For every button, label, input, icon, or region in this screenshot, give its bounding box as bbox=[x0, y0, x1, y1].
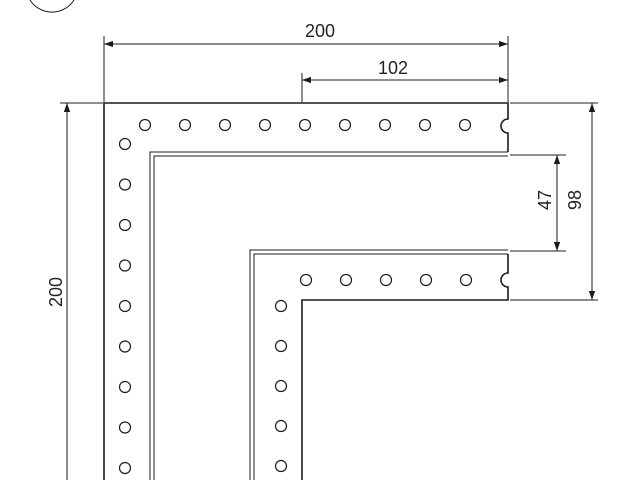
hole-inner-row bbox=[339, 273, 353, 287]
hole-left-column bbox=[118, 380, 132, 394]
dimension-inner-width: 102 bbox=[301, 58, 508, 102]
profile-inner-edge bbox=[301, 254, 509, 480]
hole-left-column bbox=[118, 340, 132, 353]
profile-groove-inner bbox=[249, 249, 508, 480]
hole-left-column bbox=[118, 461, 132, 475]
dimension-label-overall-width: 200 bbox=[305, 21, 335, 41]
dimension-channel-width: 47 bbox=[510, 154, 566, 252]
dimension-overall-height: 200 bbox=[46, 102, 103, 480]
hole-inner-column bbox=[274, 459, 288, 473]
hole-inner-column bbox=[274, 299, 288, 313]
hole-top-row bbox=[458, 118, 472, 132]
dimension-label-overall-height: 200 bbox=[46, 277, 66, 307]
mounting-holes bbox=[118, 118, 473, 475]
hole-left-column bbox=[118, 178, 132, 191]
hole-left-column bbox=[118, 259, 132, 272]
hole-left-column bbox=[118, 299, 132, 313]
profile-groove-top-inner bbox=[153, 155, 508, 480]
dimension-label-inner-width: 102 bbox=[378, 58, 408, 78]
hole-left-column bbox=[118, 137, 132, 151]
hole-inner-row bbox=[419, 273, 433, 287]
hole-inner-row bbox=[459, 273, 473, 287]
hole-left-column bbox=[118, 421, 132, 434]
hole-top-row bbox=[338, 118, 352, 132]
profile-groove-inner-2 bbox=[253, 253, 508, 480]
hole-inner-row bbox=[379, 273, 393, 287]
hole-left-column bbox=[118, 218, 132, 232]
logo-mark bbox=[29, 0, 75, 13]
hole-top-row bbox=[298, 118, 312, 132]
hole-inner-column bbox=[274, 419, 288, 433]
hole-inner-column bbox=[274, 339, 288, 353]
profile-groove-top bbox=[149, 151, 508, 480]
hole-top-row bbox=[378, 118, 392, 132]
hole-inner-row bbox=[299, 273, 313, 287]
hole-top-row bbox=[138, 118, 152, 132]
hole-top-row bbox=[418, 118, 432, 132]
hole-top-row bbox=[258, 118, 272, 132]
dimension-label-channel-width: 47 bbox=[535, 190, 555, 210]
hole-top-row bbox=[178, 118, 192, 132]
dimension-label-profile-width: 98 bbox=[565, 190, 585, 210]
profile-outer-edge bbox=[103, 102, 509, 480]
dimension-profile-width: 98 bbox=[510, 102, 598, 301]
dimension-overall-width: 200 bbox=[103, 21, 509, 102]
profile-body bbox=[103, 102, 509, 480]
hole-top-row bbox=[218, 118, 232, 132]
hole-inner-column bbox=[274, 379, 288, 393]
